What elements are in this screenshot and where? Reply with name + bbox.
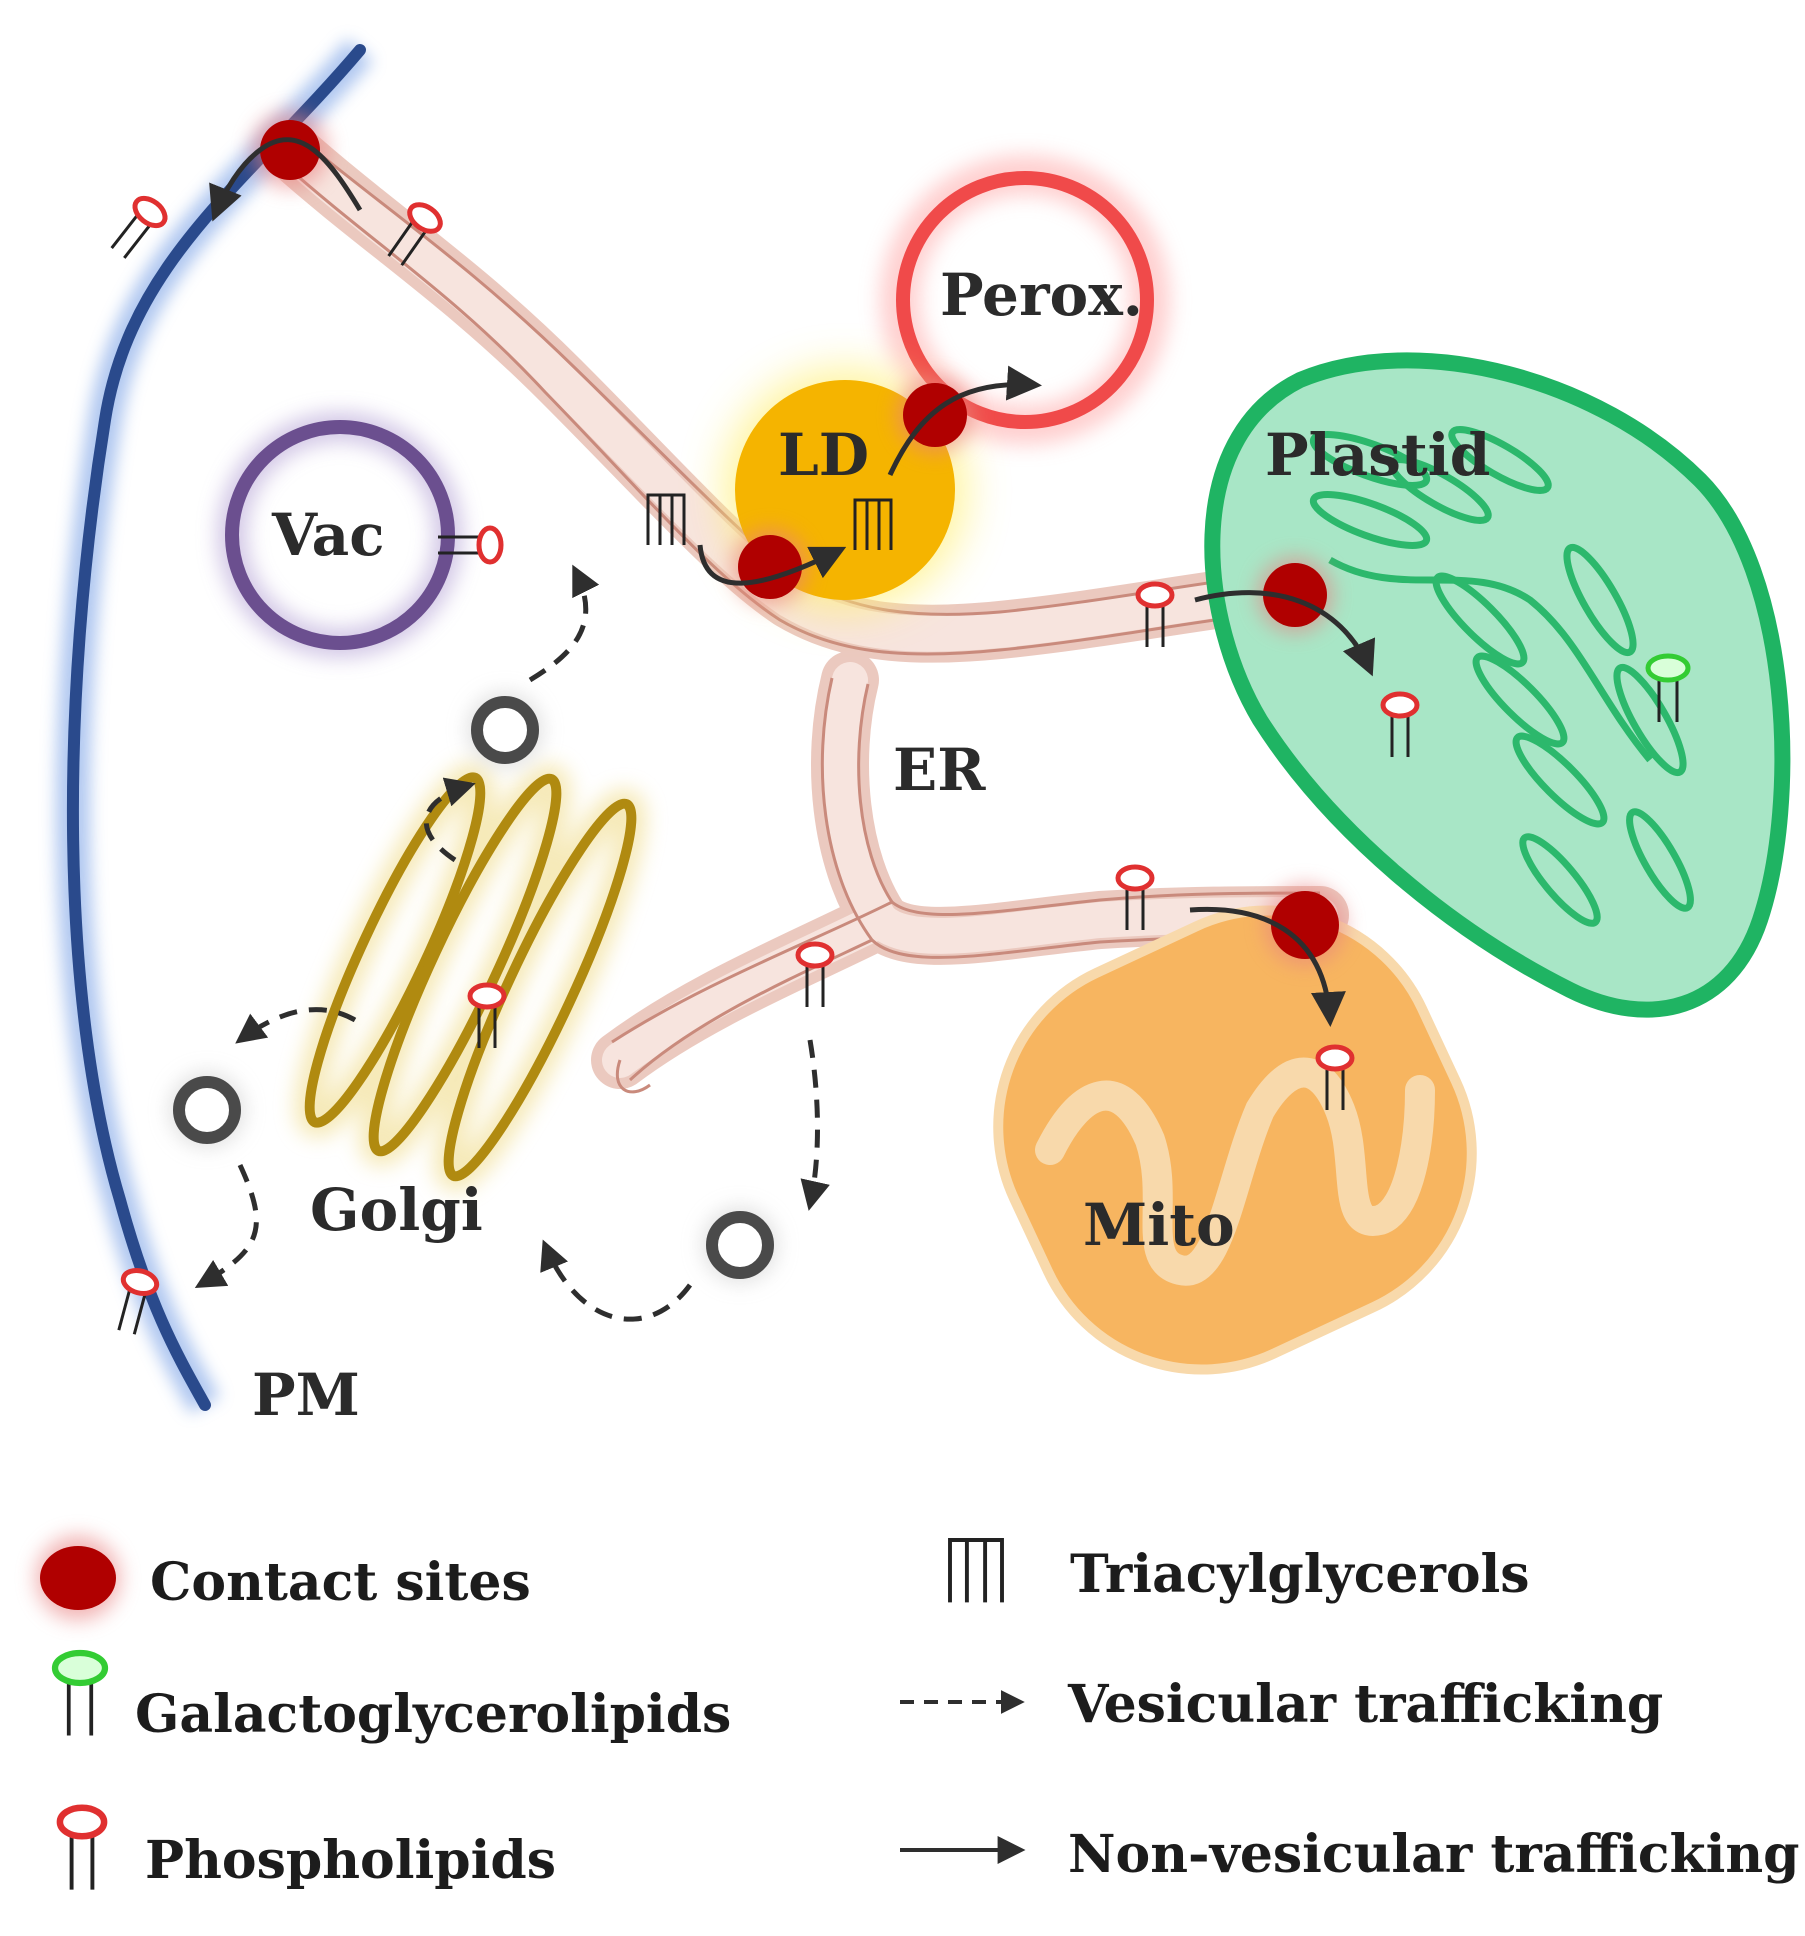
- mitochondrion: [993, 905, 1477, 1375]
- label-vac: Vac: [271, 501, 385, 569]
- legend-non-vesicular: Non-vesicular trafficking: [900, 1824, 1800, 1885]
- label-plastid: Plastid: [1265, 421, 1490, 489]
- label-golgi: Golgi: [310, 1176, 483, 1244]
- label-mito: Mito: [1083, 1191, 1235, 1259]
- vesicle: [169, 1072, 245, 1148]
- peroxisome: [880, 155, 1170, 445]
- vesicle: [702, 1207, 778, 1283]
- legend-vesicular-label: Vesicular trafficking: [1067, 1674, 1663, 1735]
- legend-contact-sites-label: Contact sites: [150, 1552, 531, 1613]
- contact-site-pm: [252, 112, 328, 188]
- legend: Contact sites Galactoglycerolipids Phosp…: [36, 1536, 1800, 1891]
- label-perox: Perox.: [940, 261, 1143, 329]
- legend-galactoglycerolipids-label: Galactoglycerolipids: [135, 1684, 731, 1745]
- legend-triacylglycerols: Triacylglycerols: [948, 1538, 1530, 1605]
- legend-galactoglycerolipids: Galactoglycerolipids: [55, 1653, 731, 1745]
- vesicle: [467, 692, 543, 768]
- non-vesicular-arrows: [209, 137, 1376, 1027]
- vesicles: [169, 692, 778, 1283]
- golgi-apparatus: [294, 762, 647, 1192]
- contact-sites: [252, 112, 1345, 965]
- legend-phospholipids-label: Phospholipids: [145, 1830, 556, 1891]
- contact-site-mito: [1265, 885, 1345, 965]
- legend-non-vesicular-label: Non-vesicular trafficking: [1068, 1824, 1800, 1885]
- label-er: ER: [893, 736, 986, 804]
- plastid: [1204, 352, 1791, 1018]
- legend-triacylglycerols-label: Triacylglycerols: [1070, 1544, 1530, 1605]
- organelle-labels: Perox. LD Plastid Vac ER Golgi Mito PM: [252, 261, 1490, 1429]
- label-ld: LD: [778, 421, 869, 489]
- vesicular-arrows: [194, 564, 830, 1322]
- contact-site-plastid: [1257, 557, 1333, 633]
- label-pm: PM: [252, 1361, 360, 1429]
- legend-vesicular: Vesicular trafficking: [900, 1674, 1663, 1735]
- legend-contact-sites: Contact sites: [36, 1536, 531, 1620]
- legend-phospholipids: Phospholipids: [60, 1808, 556, 1891]
- vacuole: [217, 412, 463, 658]
